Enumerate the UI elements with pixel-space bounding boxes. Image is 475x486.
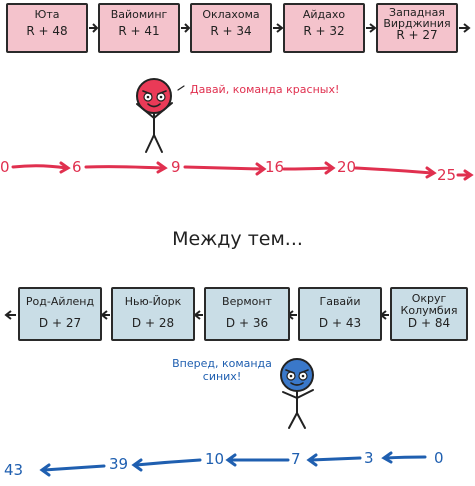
red-state-box-wyoming: Вайоминг R + 41 bbox=[98, 3, 180, 53]
blue-state-box-new-york: Нью-Йорк D + 28 bbox=[111, 287, 195, 341]
state-margin: R + 48 bbox=[26, 24, 68, 38]
red-state-box-oklahoma: Оклахома R + 34 bbox=[190, 3, 272, 53]
red-box-arrows bbox=[89, 23, 471, 33]
red-total-4: 20 bbox=[337, 158, 357, 176]
state-name: Гавайи bbox=[319, 295, 361, 308]
blue-state-box-vermont: Вермонт D + 36 bbox=[204, 287, 290, 341]
blue-stick-figure bbox=[280, 358, 314, 429]
red-total-2: 9 bbox=[171, 158, 181, 176]
red-total-3: 16 bbox=[265, 158, 285, 176]
state-name: Род-Айленд bbox=[25, 295, 95, 308]
blue-total-4: 3 bbox=[364, 449, 374, 467]
state-margin: R + 27 bbox=[396, 28, 438, 42]
state-name: Вайоминг bbox=[110, 8, 168, 21]
red-total-1: 6 bbox=[72, 158, 82, 176]
blue-total-arrows bbox=[39, 451, 427, 477]
red-state-box-idaho: Айдахо R + 32 bbox=[283, 3, 365, 53]
blue-total-5: 0 bbox=[434, 449, 444, 467]
red-state-box-utah: Юта R + 48 bbox=[6, 3, 88, 53]
state-name: Айдахо bbox=[302, 8, 346, 21]
state-margin: D + 84 bbox=[407, 316, 451, 330]
blue-state-box-hawaii: Гавайи D + 43 bbox=[298, 287, 382, 341]
red-cheer-text: Давай, команда красных! bbox=[190, 83, 340, 96]
state-name: Оклахома bbox=[202, 8, 260, 21]
state-name: Западная Вирджиния bbox=[383, 6, 451, 30]
blue-state-box-district-of-columbia: Округ Колумбия D + 84 bbox=[390, 287, 468, 341]
red-stick-figure bbox=[136, 78, 185, 153]
red-total-0: 0 bbox=[0, 158, 10, 176]
blue-total-3: 7 bbox=[291, 450, 301, 468]
state-margin: D + 36 bbox=[225, 316, 269, 330]
state-name: Юта bbox=[34, 8, 60, 21]
state-name: Нью-Йорк bbox=[124, 295, 182, 308]
blue-total-0: 43 bbox=[4, 461, 24, 479]
state-margin: D + 27 bbox=[38, 316, 82, 330]
state-margin: D + 43 bbox=[318, 316, 362, 330]
blue-state-box-rhode-island: Род-Айленд D + 27 bbox=[18, 287, 102, 341]
state-margin: R + 34 bbox=[210, 24, 252, 38]
state-name: Вермонт bbox=[222, 295, 272, 308]
red-total-5: 25 bbox=[437, 166, 457, 184]
meanwhile-caption: Между тем... bbox=[172, 228, 303, 250]
red-state-box-west-virginia: Западная Вирджиния R + 27 bbox=[376, 3, 458, 53]
blue-cheer-text: Вперед, команда синих! bbox=[172, 357, 272, 383]
state-margin: R + 32 bbox=[303, 24, 345, 38]
state-name: Округ Колумбия bbox=[400, 292, 458, 317]
red-total-arrows bbox=[11, 161, 474, 181]
blue-total-2: 10 bbox=[205, 450, 225, 468]
state-margin: D + 28 bbox=[131, 316, 175, 330]
blue-total-1: 39 bbox=[109, 455, 129, 473]
state-margin: R + 41 bbox=[118, 24, 160, 38]
